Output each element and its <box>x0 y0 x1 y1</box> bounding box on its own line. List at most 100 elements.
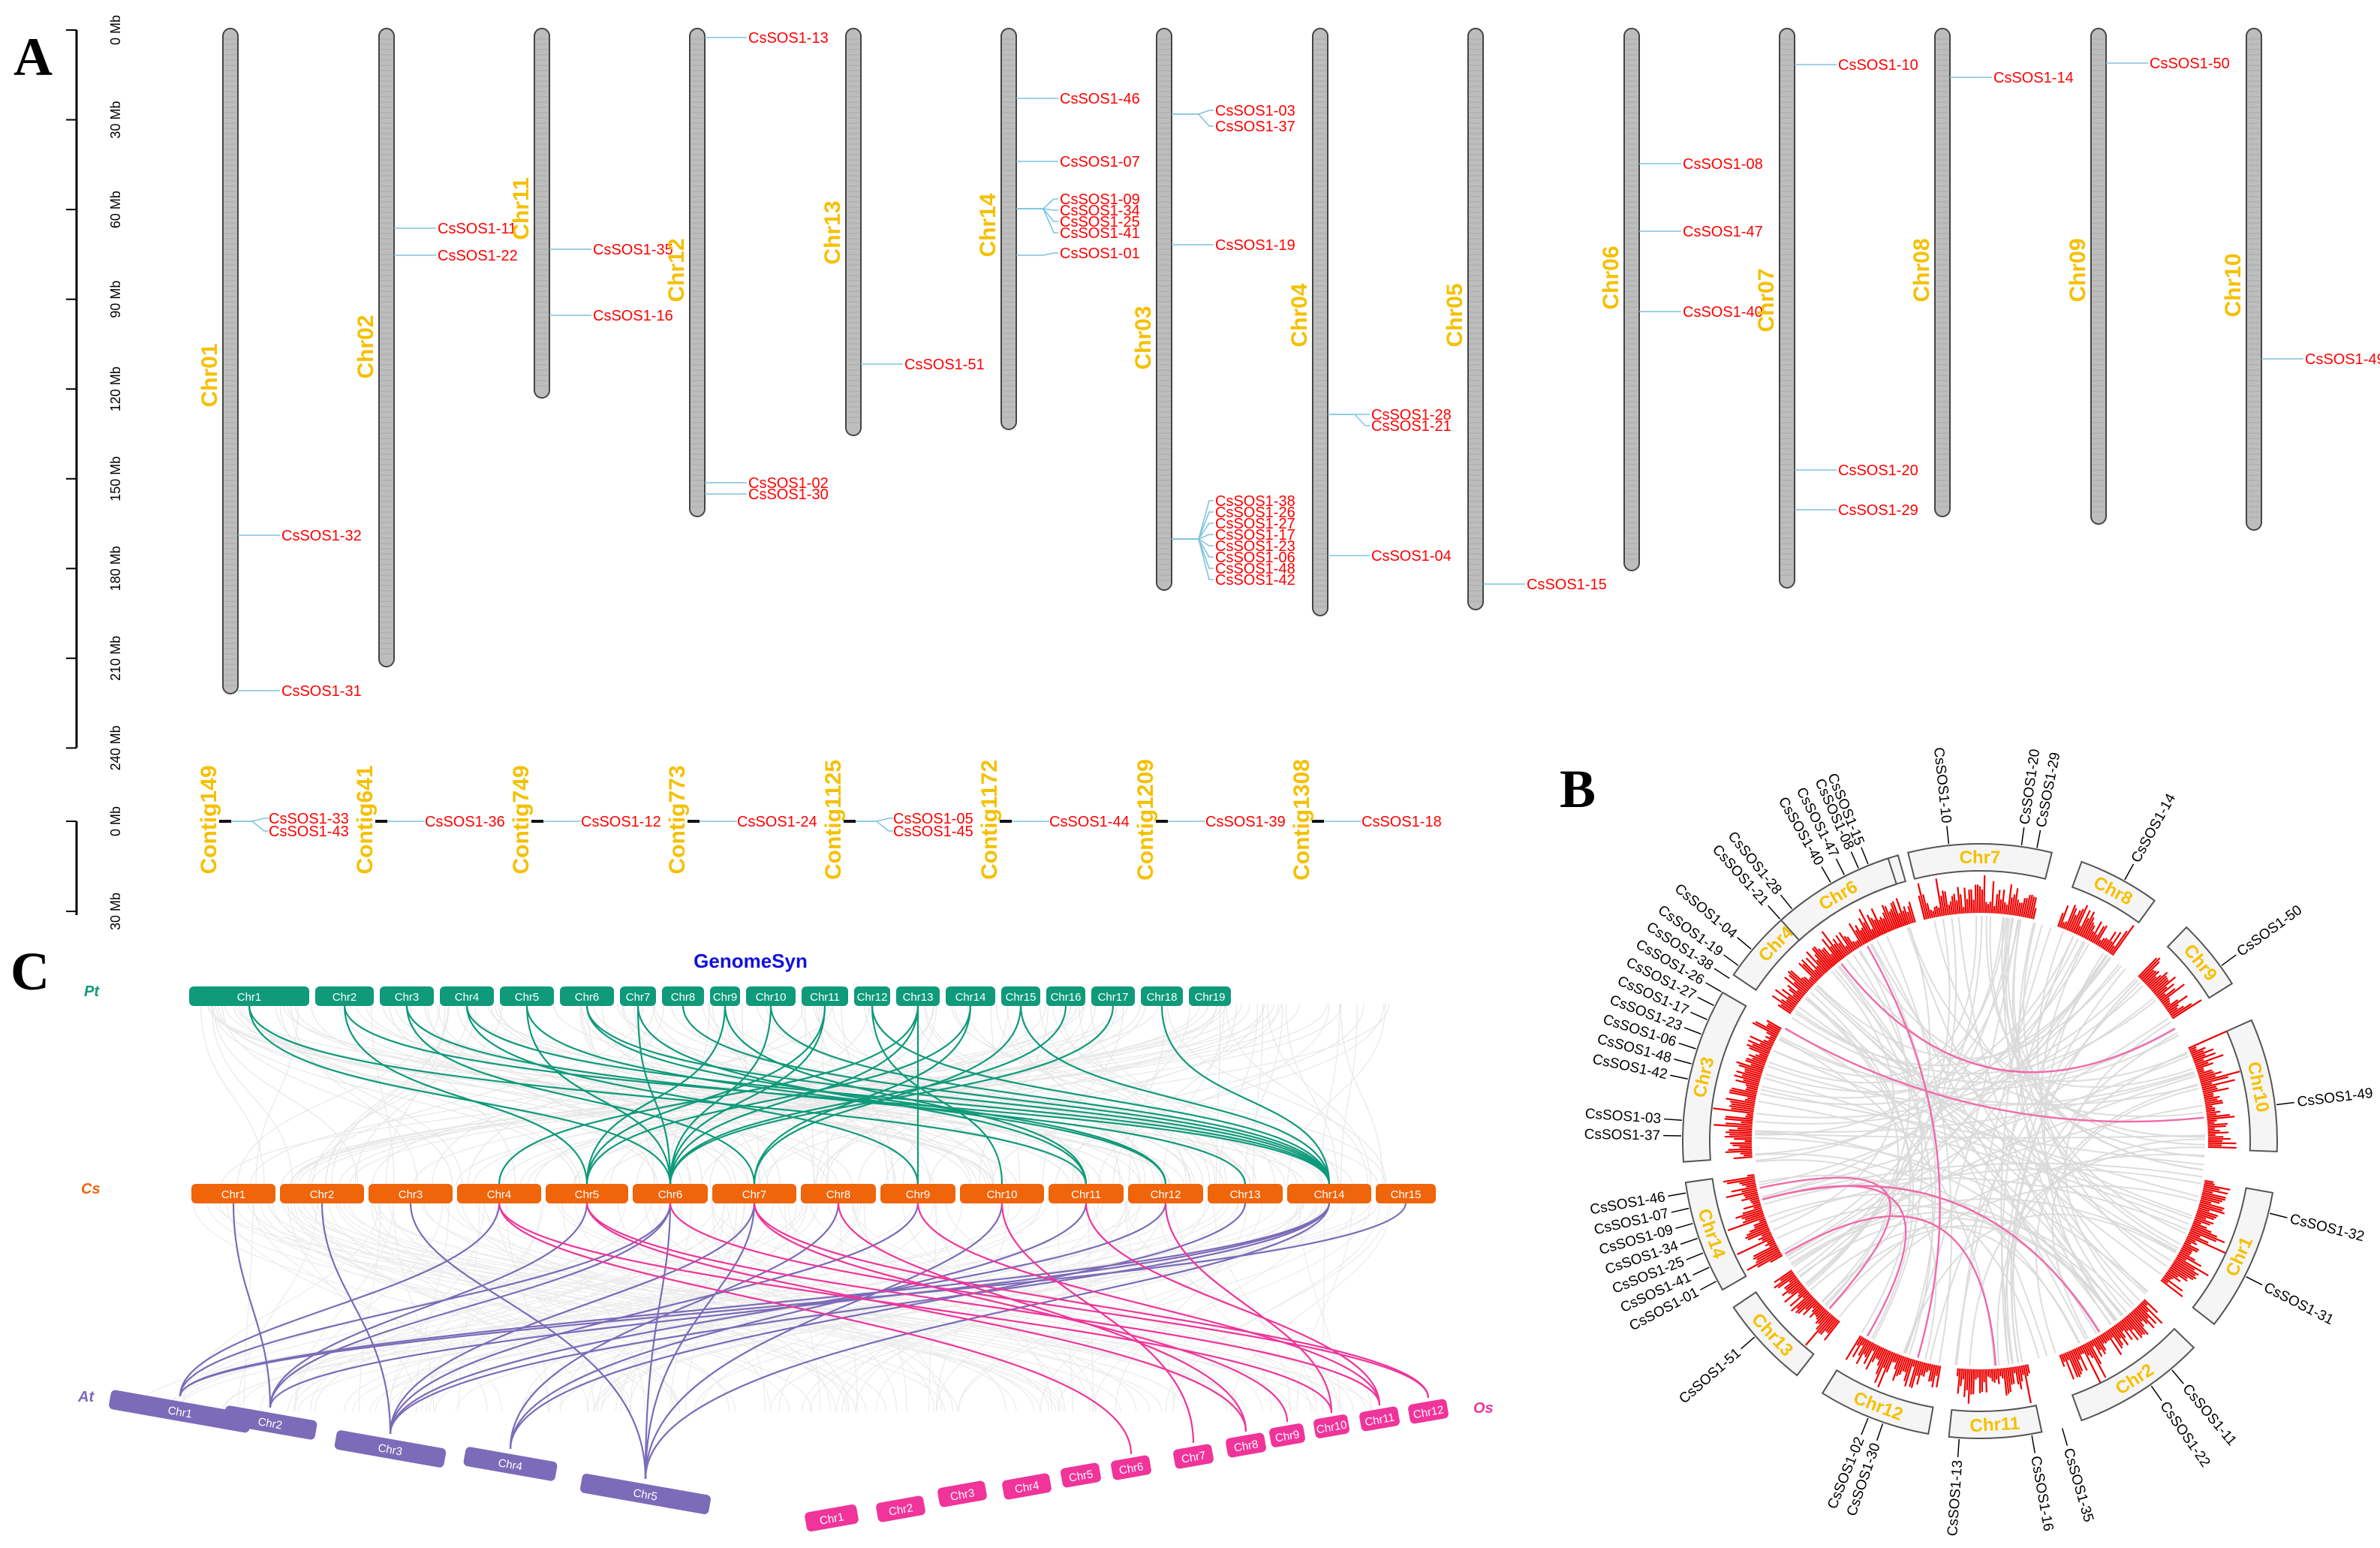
circos-gene-tick <box>1851 851 1858 868</box>
circos-gene-tick <box>1714 968 1729 978</box>
gene-label: CsSOS1-10 <box>1838 57 1918 74</box>
density-bar <box>1992 1369 1993 1381</box>
circos-gene-tick <box>1684 1028 1701 1035</box>
background-link <box>1245 1004 1283 1186</box>
circos-gene-tick <box>1861 1418 1868 1435</box>
axis-tick-label: 30 Mb <box>108 101 123 139</box>
chromosome-label: Chr14 <box>976 193 1000 257</box>
circos-gene-tick <box>1768 905 1780 919</box>
pt-chromosome-label: Chr19 <box>1195 991 1226 1004</box>
contig-contig641: Contig641CsSOS1-36 <box>353 765 505 874</box>
chromosome-label: Chr02 <box>354 315 378 378</box>
chromosome-bar <box>846 29 861 435</box>
density-bar <box>2207 1124 2228 1125</box>
circos-gene-label: CsSOS1-03 <box>1584 1106 1662 1127</box>
panel-letter-a: A <box>14 27 53 87</box>
circos-gene-tick <box>2172 1370 2183 1384</box>
chromosome-chr06: Chr06CsSOS1-08CsSOS1-47CsSOS1-40 <box>1599 29 1763 571</box>
circos-gene-tick <box>1668 1193 1686 1196</box>
gene-label: CsSOS1-51 <box>904 357 985 373</box>
gene-label: CsSOS1-18 <box>1362 814 1442 830</box>
os-chromosome-block: Chr11 <box>1358 1406 1401 1432</box>
background-link <box>967 1004 1256 1186</box>
gene-label: CsSOS1-19 <box>1215 237 1295 254</box>
density-bar <box>1744 1155 1752 1156</box>
panel-letter-b: B <box>1560 759 1596 819</box>
gene-label: CsSOS1-50 <box>2150 56 2230 72</box>
circos-gene-tick <box>2246 1277 2262 1285</box>
contig-label: Contig773 <box>665 765 690 874</box>
axis-tick-label: 240 Mb <box>108 725 123 770</box>
chromosome-label: Chr01 <box>197 343 222 407</box>
circos-gene-label: CsSOS1-13 <box>1945 1459 1966 1537</box>
os-chromosome-block: Chr7 <box>1172 1444 1214 1470</box>
chromosome-label: Chr09 <box>2066 238 2090 302</box>
density-bar <box>1960 894 1962 914</box>
density-bar <box>2208 1147 2237 1148</box>
gene-label: CsSOS1-24 <box>737 814 817 830</box>
background-link <box>1341 1004 1358 1186</box>
pt-chromosome-label: Chr7 <box>626 991 651 1004</box>
background-link <box>832 1004 1078 1186</box>
circos-gene-tick <box>1958 1439 1960 1457</box>
gene-link-line <box>1172 501 1214 539</box>
gene-label: CsSOS1-16 <box>593 308 673 324</box>
gene-link-line <box>1016 199 1058 209</box>
circos-panel: Chr7Chr8Chr9Chr10Chr1Chr2Chr11Chr12Chr13… <box>1584 746 2374 1536</box>
circos-gene-tick <box>1738 938 1751 949</box>
axis-tick-label: 30 Mb <box>108 893 123 930</box>
cs-chromosome-label: Chr1 <box>221 1188 246 1201</box>
synteny-chromosome-blocks: Chr1Chr2Chr3Chr4Chr5Chr6Chr7Chr8Chr9Chr1… <box>108 986 1449 1532</box>
circos-ring: Chr7Chr8Chr9Chr10Chr1Chr2Chr11Chr12Chr13… <box>1584 746 2374 1536</box>
gene-label: CsSOS1-37 <box>1215 119 1295 135</box>
cs-chromosome-label: Chr3 <box>399 1188 423 1201</box>
cs-chromosome-label: Chr6 <box>658 1188 683 1201</box>
contig-contig773: Contig773 CsSOS1-24 <box>665 765 817 874</box>
background-link <box>1099 1004 1329 1186</box>
chromosome-label: Chr11 <box>509 177 534 239</box>
contig-contig749: Contig749CsSOS1-12 <box>509 765 661 874</box>
contig-label: Contig641 <box>353 765 378 874</box>
circos-gene-tick <box>1822 867 1831 883</box>
gene-label: CsSOS1-11 <box>438 221 516 237</box>
density-bar <box>1929 1364 1930 1371</box>
gene-link-line <box>1172 114 1214 126</box>
density-bar <box>2206 1108 2215 1110</box>
density-bar <box>2207 1122 2214 1123</box>
os-chromosome-block: Chr12 <box>1407 1399 1449 1425</box>
gene-label: CsSOS1-13 <box>748 30 829 47</box>
circos-gene-tick <box>1700 1281 1716 1290</box>
density-bar <box>1939 908 1940 917</box>
chromosome-group: Chr01CsSOS1-32CsSOS1-31Chr02CsSOS1-11CsS… <box>197 29 2380 700</box>
scale-axis-ticks: 0 Mb30 Mb60 Mb90 Mb120 Mb150 Mb180 Mb210… <box>66 15 123 770</box>
gene-link-line <box>1016 253 1058 255</box>
pt-chromosome-label: Chr4 <box>455 991 480 1004</box>
pt-chromosome-label: Chr8 <box>671 991 696 1004</box>
density-bar <box>1998 1369 1999 1384</box>
density-bar <box>2207 1120 2217 1121</box>
chromosome-chr02: Chr02CsSOS1-11CsSOS1-22 <box>354 29 518 667</box>
density-bar <box>1967 1369 1968 1390</box>
density-bar <box>1964 887 1966 913</box>
contig-group: Contig149CsSOS1-33CsSOS1-43Contig641CsSO… <box>197 759 1442 881</box>
chromosome-bar <box>534 29 549 398</box>
gene-label: CsSOS1-43 <box>269 824 349 840</box>
density-bar <box>1994 1369 1995 1383</box>
circos-gene-label: CsSOS1-32 <box>2288 1211 2366 1245</box>
density-bar <box>2005 905 2006 914</box>
gene-link-line <box>1016 209 1058 233</box>
density-bar <box>1975 884 1976 913</box>
cs-chromosome-label: Chr4 <box>487 1188 512 1201</box>
cs-chromosome-label: Chr15 <box>1391 1188 1422 1201</box>
axis-tick-label: 0 Mb <box>108 15 123 45</box>
circos-gene-tick <box>2032 1435 2035 1453</box>
pt-chromosome-label: Chr12 <box>857 991 888 1004</box>
circos-gene-tick <box>1686 1253 1703 1260</box>
gene-label: CsSOS1-41 <box>1060 225 1140 242</box>
chromosome-label: Chr10 <box>2221 253 2246 317</box>
chromosome-bar <box>379 29 394 667</box>
contig-contig149: Contig149CsSOS1-33CsSOS1-43 <box>197 765 349 874</box>
cs-os-link <box>1086 1203 1380 1405</box>
density-bar <box>1741 1122 1753 1123</box>
density-bar <box>1741 1153 1753 1154</box>
